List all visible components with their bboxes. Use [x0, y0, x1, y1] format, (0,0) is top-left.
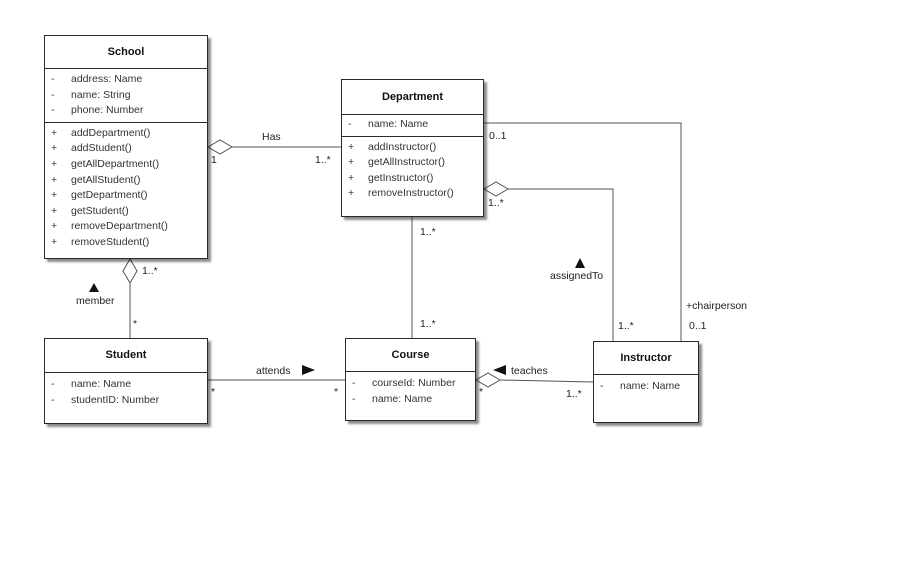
attends-student-multiplicity: *	[211, 386, 216, 398]
assigned-to-direction-arrow	[575, 258, 585, 268]
school-operation: +removeDepartment()	[51, 220, 168, 233]
department-operation: +addInstructor()	[348, 140, 437, 153]
has-label: Has	[262, 131, 281, 143]
school-attribute: -phone: Number	[51, 104, 144, 117]
class-department-name: Department	[342, 80, 483, 115]
department-operation: +getAllInstructor()	[348, 156, 446, 169]
chairperson-department-multiplicity: 0..1	[489, 130, 507, 142]
student-attribute: -name: Name	[51, 378, 132, 390]
class-school-name: School	[45, 36, 207, 69]
assigned-to-instructor-multiplicity: 1..*	[618, 320, 634, 332]
attends-label: attends	[256, 365, 291, 377]
member-label: member	[76, 295, 115, 307]
teaches-course-multiplicity: *	[479, 386, 484, 398]
school-operations: +addDepartment() +addStudent() +getAllDe…	[45, 121, 207, 254]
school-operation: +removeStudent()	[51, 235, 150, 248]
member-direction-arrow	[89, 283, 99, 292]
class-instructor-name: Instructor	[594, 342, 698, 375]
school-attribute: -address: Name	[51, 73, 143, 85]
department-attribute: -name: Name	[348, 118, 429, 130]
member-school-multiplicity: 1..*	[142, 265, 158, 277]
chairperson-line	[484, 122, 682, 341]
teaches-instructor-multiplicity: 1..*	[566, 388, 582, 400]
class-student[interactable]: Student -name: Name -studentID: Number	[44, 338, 208, 424]
student-attribute: -studentID: Number	[51, 393, 160, 406]
school-operation: +getAllStudent()	[51, 173, 141, 186]
teaches-aggregation-diamond	[475, 372, 501, 388]
course-attribute: -courseId: Number	[352, 377, 456, 389]
class-department[interactable]: Department -name: Name +addInstructor() …	[341, 79, 484, 217]
assigned-to-label: assignedTo	[550, 270, 604, 282]
course-attributes: -courseId: Number -name: Name	[346, 372, 475, 411]
student-attributes: -name: Name -studentID: Number	[45, 373, 207, 412]
school-operation: +addDepartment()	[51, 126, 151, 139]
has-department-multiplicity: 1..*	[315, 154, 331, 166]
has-aggregation-diamond	[207, 139, 233, 155]
class-student-name: Student	[45, 339, 207, 373]
assigned-to-department-multiplicity: 1..*	[488, 197, 504, 209]
department-operation: +getInstructor()	[348, 171, 434, 184]
class-course-name: Course	[346, 339, 475, 372]
class-school[interactable]: School -address: Name -name: String -pho…	[44, 35, 208, 259]
class-course[interactable]: Course -courseId: Number -name: Name	[345, 338, 476, 421]
chairperson-instructor-multiplicity: 0..1	[689, 320, 707, 332]
instructor-attributes: -name: Name	[594, 375, 698, 399]
course-attribute: -name: Name	[352, 392, 433, 405]
school-operation: +getDepartment()	[51, 189, 148, 202]
department-course-course-multiplicity: 1..*	[420, 318, 436, 330]
member-student-multiplicity: *	[133, 318, 138, 330]
teaches-line	[499, 379, 594, 383]
chairperson-role-label: +chairperson	[686, 300, 747, 312]
class-instructor[interactable]: Instructor -name: Name	[593, 341, 699, 423]
teaches-direction-arrow	[493, 365, 506, 375]
department-operation: +removeInstructor()	[348, 187, 454, 200]
teaches-label: teaches	[511, 365, 548, 377]
instructor-attribute: -name: Name	[600, 380, 681, 392]
school-operation: +getAllDepartment()	[51, 157, 160, 170]
assigned-to-line	[508, 188, 614, 341]
member-aggregation-diamond	[122, 258, 138, 284]
school-operation: +getStudent()	[51, 204, 129, 217]
school-operation: +addStudent()	[51, 142, 132, 155]
department-attributes: -name: Name	[342, 115, 483, 136]
school-attribute: -name: String	[51, 88, 131, 101]
has-school-multiplicity: 1	[211, 154, 217, 166]
attends-direction-arrow	[302, 365, 315, 375]
department-course-dept-multiplicity: 1..*	[420, 226, 436, 238]
school-attributes: -address: Name -name: String -phone: Num…	[45, 69, 207, 122]
attends-course-multiplicity: *	[334, 386, 339, 398]
assigned-to-aggregation-diamond	[483, 181, 509, 197]
department-operations: +addInstructor() +getAllInstructor() +ge…	[342, 135, 483, 205]
